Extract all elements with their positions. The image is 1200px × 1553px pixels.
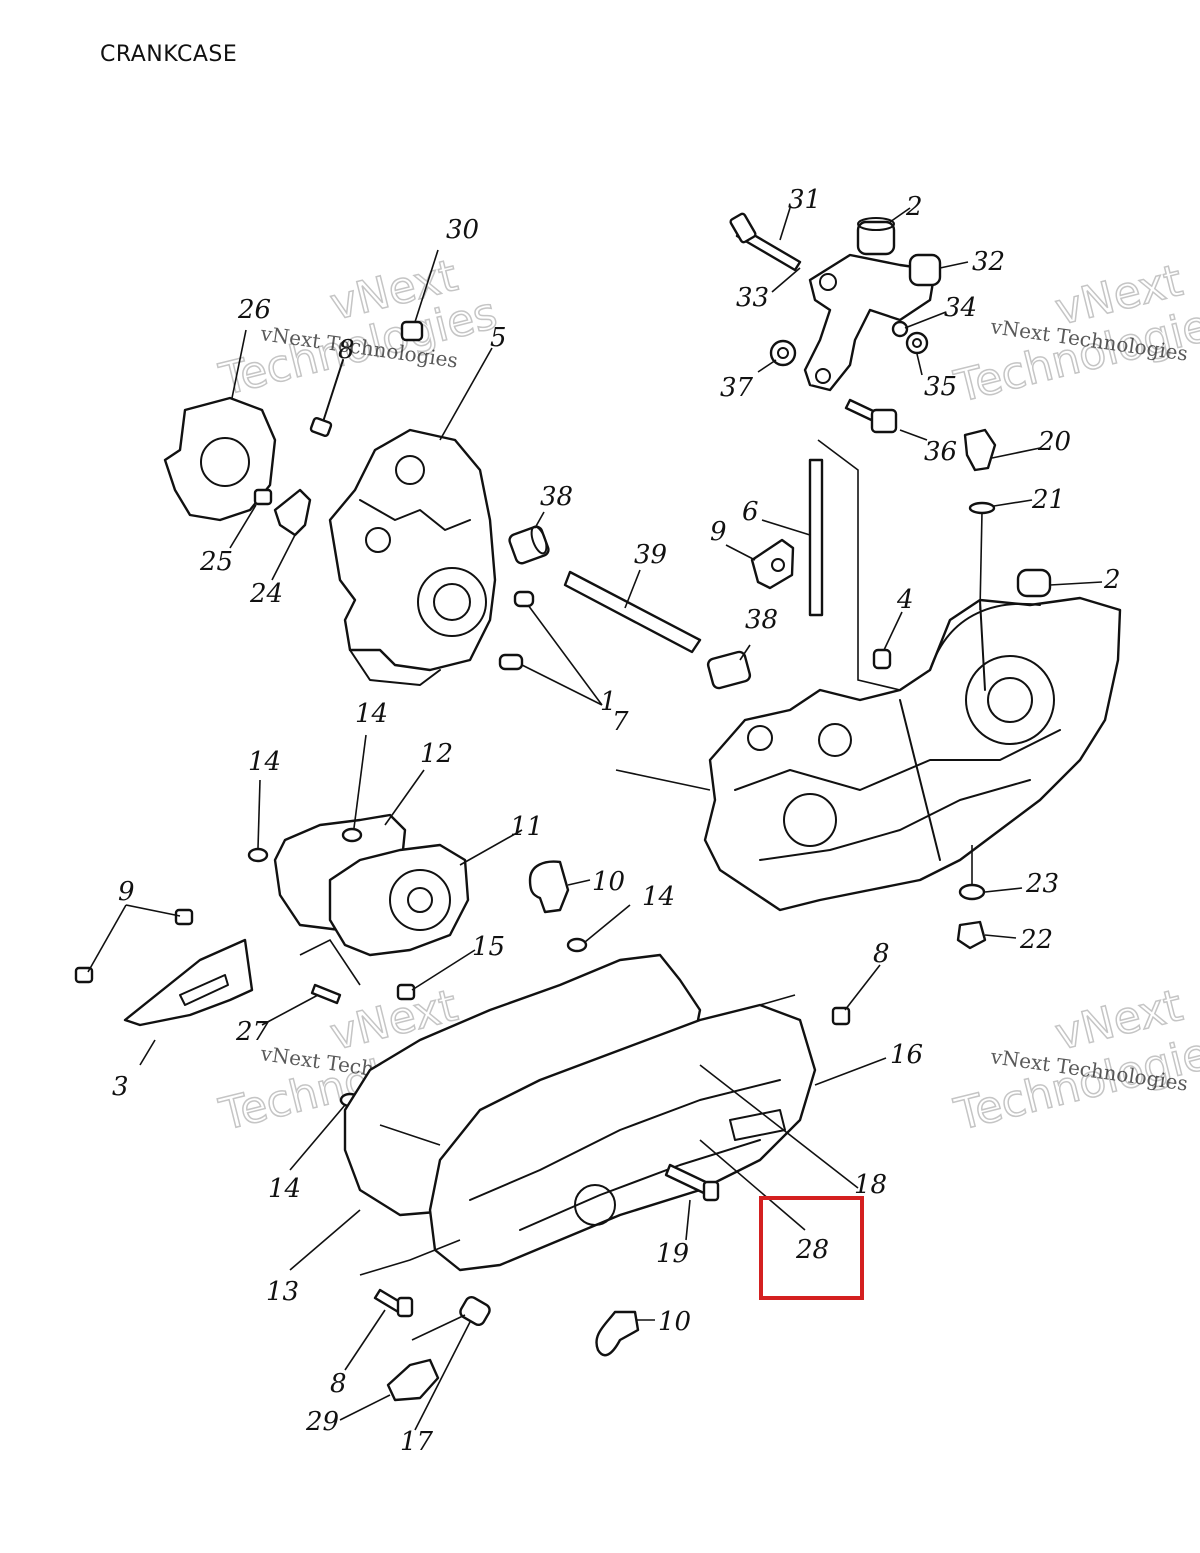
- part-nut-37: [769, 339, 797, 367]
- part-pins-7: [498, 590, 535, 671]
- callout-label: 29: [305, 1407, 339, 1437]
- watermark-top-right: Technologies vNext vNext Technologies: [949, 254, 1200, 413]
- callout-label: 22: [1019, 925, 1053, 955]
- callout-label: 6: [742, 497, 759, 527]
- callout-label: 14: [642, 882, 675, 912]
- part-cover-16: [428, 1003, 817, 1272]
- part-crankcase-1: [703, 596, 1122, 912]
- callout-label: 12: [420, 739, 453, 769]
- part-bolt-8-right: [831, 1006, 851, 1026]
- part-clip-29: [386, 1358, 440, 1402]
- part-plug-25: [253, 488, 273, 506]
- callout-label: 20: [1037, 427, 1071, 457]
- callout-label: 33: [736, 283, 769, 313]
- callout-label: 11: [510, 812, 543, 842]
- part-plug-14-b: [247, 847, 269, 863]
- part-bolt-9-left: [174, 908, 194, 926]
- callout-label: 2: [905, 192, 923, 222]
- callout-label: 14: [248, 747, 281, 777]
- part-bushing-on-bracket: [908, 253, 942, 287]
- watermark-bottom-right: Technologies vNext vNext Technologies: [949, 979, 1200, 1141]
- callout-label: 8: [330, 1369, 347, 1399]
- part-dowel-38-lower: [706, 650, 752, 690]
- watermark-top-left: Technologies vNext vNext Technologies: [214, 249, 503, 406]
- callout-label: 35: [924, 372, 957, 402]
- part-bushing-2-top: [856, 217, 896, 256]
- callout-label: 9: [710, 517, 727, 547]
- callout-label: 5: [490, 323, 507, 353]
- part-plug-14-a: [341, 827, 363, 843]
- part-pipe-6: [808, 439, 901, 691]
- part-bolt-8-lower: [373, 1288, 414, 1318]
- callout-label: 31: [788, 185, 821, 215]
- part-clip-10-upper: [528, 860, 570, 914]
- part-bracket-24: [273, 488, 312, 537]
- callout-label-highlighted: 28: [795, 1235, 829, 1265]
- callout-label: 8: [338, 335, 355, 365]
- part-bolt-15: [396, 983, 416, 1001]
- callout-label: 8: [873, 939, 890, 969]
- part-bolt-8-upper: [309, 359, 344, 438]
- callout-label: 21: [1031, 485, 1065, 515]
- highlight-box-callout-28: [759, 1196, 864, 1300]
- callout-label: 13: [266, 1277, 299, 1307]
- part-bushing-2-right: [1016, 568, 1052, 598]
- callout-label: 14: [355, 699, 388, 729]
- callout-label: 38: [540, 482, 573, 512]
- callout-label: 9: [118, 877, 135, 907]
- part-oring-23: [958, 883, 986, 901]
- part-bolt-36: [844, 398, 898, 434]
- callout-label: 3: [112, 1072, 129, 1102]
- page-title: CRANKCASE: [100, 42, 238, 67]
- part-plug-14-c: [566, 937, 588, 953]
- part-left-crankcase-5: [328, 428, 497, 686]
- callout-label: 32: [972, 247, 1005, 277]
- callout-label: 17: [400, 1427, 434, 1457]
- callout-label: 30: [446, 215, 479, 245]
- part-clip-10-lower: [595, 1310, 640, 1357]
- part-cover-11: [328, 843, 470, 957]
- part-dowel-38-upper: [508, 525, 550, 565]
- part-gasket-26: [163, 396, 277, 522]
- callout-labels: 1 2 2 3 4 5 6 7 8 8 8 9 9 10 10 11 12 13…: [112, 185, 1121, 1457]
- callout-label: 34: [944, 293, 977, 323]
- callout-label: 39: [634, 540, 667, 570]
- callout-label: 15: [472, 932, 505, 962]
- callout-label: 16: [890, 1040, 923, 1070]
- callout-label: 4: [896, 585, 914, 615]
- part-bolt-31: [729, 212, 802, 272]
- part-plug-20: [963, 428, 997, 472]
- callout-label: 19: [656, 1239, 689, 1269]
- callout-label: 24: [249, 579, 283, 609]
- callout-label: 25: [199, 547, 233, 577]
- part-bolt-27: [310, 983, 342, 1005]
- part-fitting-30: [400, 320, 424, 342]
- part-bolt-19: [664, 1163, 720, 1202]
- part-oring-21: [968, 501, 996, 515]
- callout-label: 7: [612, 707, 629, 737]
- callout-label: 10: [658, 1307, 691, 1337]
- part-nut-34: [891, 320, 909, 338]
- callout-label: 26: [237, 295, 271, 325]
- callout-label: 14: [268, 1174, 301, 1204]
- part-plug-22: [956, 920, 987, 950]
- callout-label: 23: [1025, 869, 1059, 899]
- part-fitting-4: [872, 648, 892, 670]
- callout-label: 18: [854, 1170, 887, 1200]
- part-bracket-9-right: [750, 538, 795, 590]
- leader-lines: [87, 207, 1103, 1431]
- part-plate-3: [123, 938, 254, 1027]
- callout-label: 37: [720, 373, 754, 403]
- part-nut-35: [905, 331, 929, 355]
- callout-label: 36: [924, 437, 957, 467]
- callout-label: 1: [600, 687, 617, 717]
- callout-label: 38: [745, 605, 778, 635]
- callout-label: 27: [235, 1017, 270, 1047]
- part-shaft-39: [563, 570, 702, 654]
- callout-label: 2: [1103, 565, 1121, 595]
- callout-label: 10: [592, 867, 625, 897]
- part-dowel-17: [459, 1295, 491, 1327]
